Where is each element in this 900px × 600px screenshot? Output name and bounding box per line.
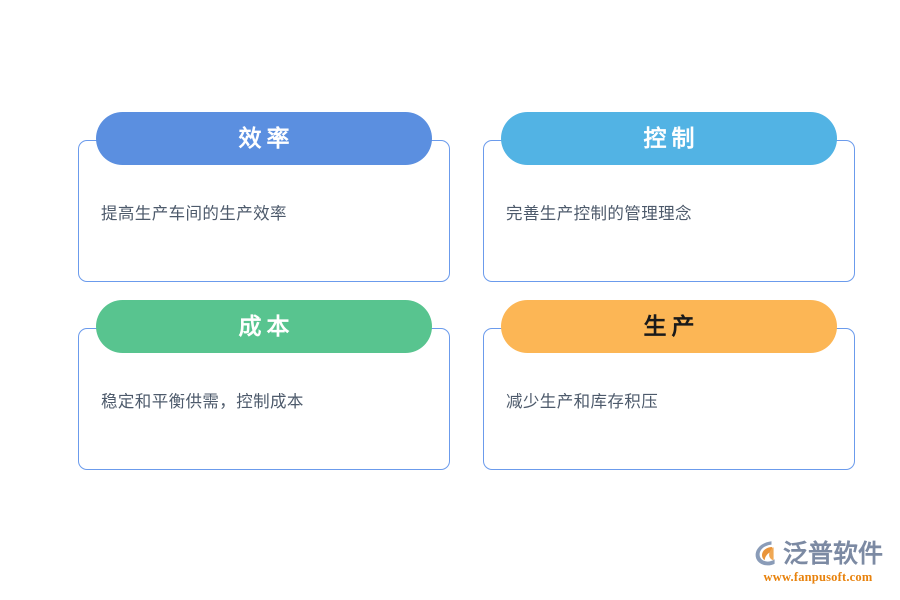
- brand-logo-row: 泛普软件: [750, 536, 886, 570]
- feature-card-body-text: 稳定和平衡供需，控制成本: [101, 393, 304, 411]
- feature-card-title: 控制: [643, 125, 700, 151]
- feature-card-title: 效率: [238, 125, 295, 151]
- feature-card-body-text: 提高生产车间的生产效率: [101, 205, 287, 223]
- feature-card-header-pill-production[interactable]: 生产: [501, 300, 837, 353]
- feature-card-body-text: 完善生产控制的管理理念: [506, 205, 692, 223]
- feature-card-body-text: 减少生产和库存积压: [506, 393, 659, 411]
- feature-card-title: 成本: [238, 313, 295, 339]
- brand-name: 泛普软件: [783, 538, 884, 568]
- feature-card-title: 生产: [643, 313, 700, 339]
- feature-card-header-pill-control[interactable]: 控制: [501, 112, 837, 165]
- feature-card-header-pill-efficiency[interactable]: 效率: [96, 112, 432, 165]
- fanpu-logo-icon: [750, 538, 780, 568]
- feature-card-header-pill-cost[interactable]: 成本: [96, 300, 432, 353]
- brand-watermark: 泛普软件 www.fanpusoft.com: [750, 536, 886, 592]
- brand-url: www.fanpusoft.com: [763, 570, 873, 584]
- feature-card-grid: 提高生产车间的生产效率 效率 完善生产控制的管理理念 控制 稳定和平衡供需，控制…: [78, 112, 855, 470]
